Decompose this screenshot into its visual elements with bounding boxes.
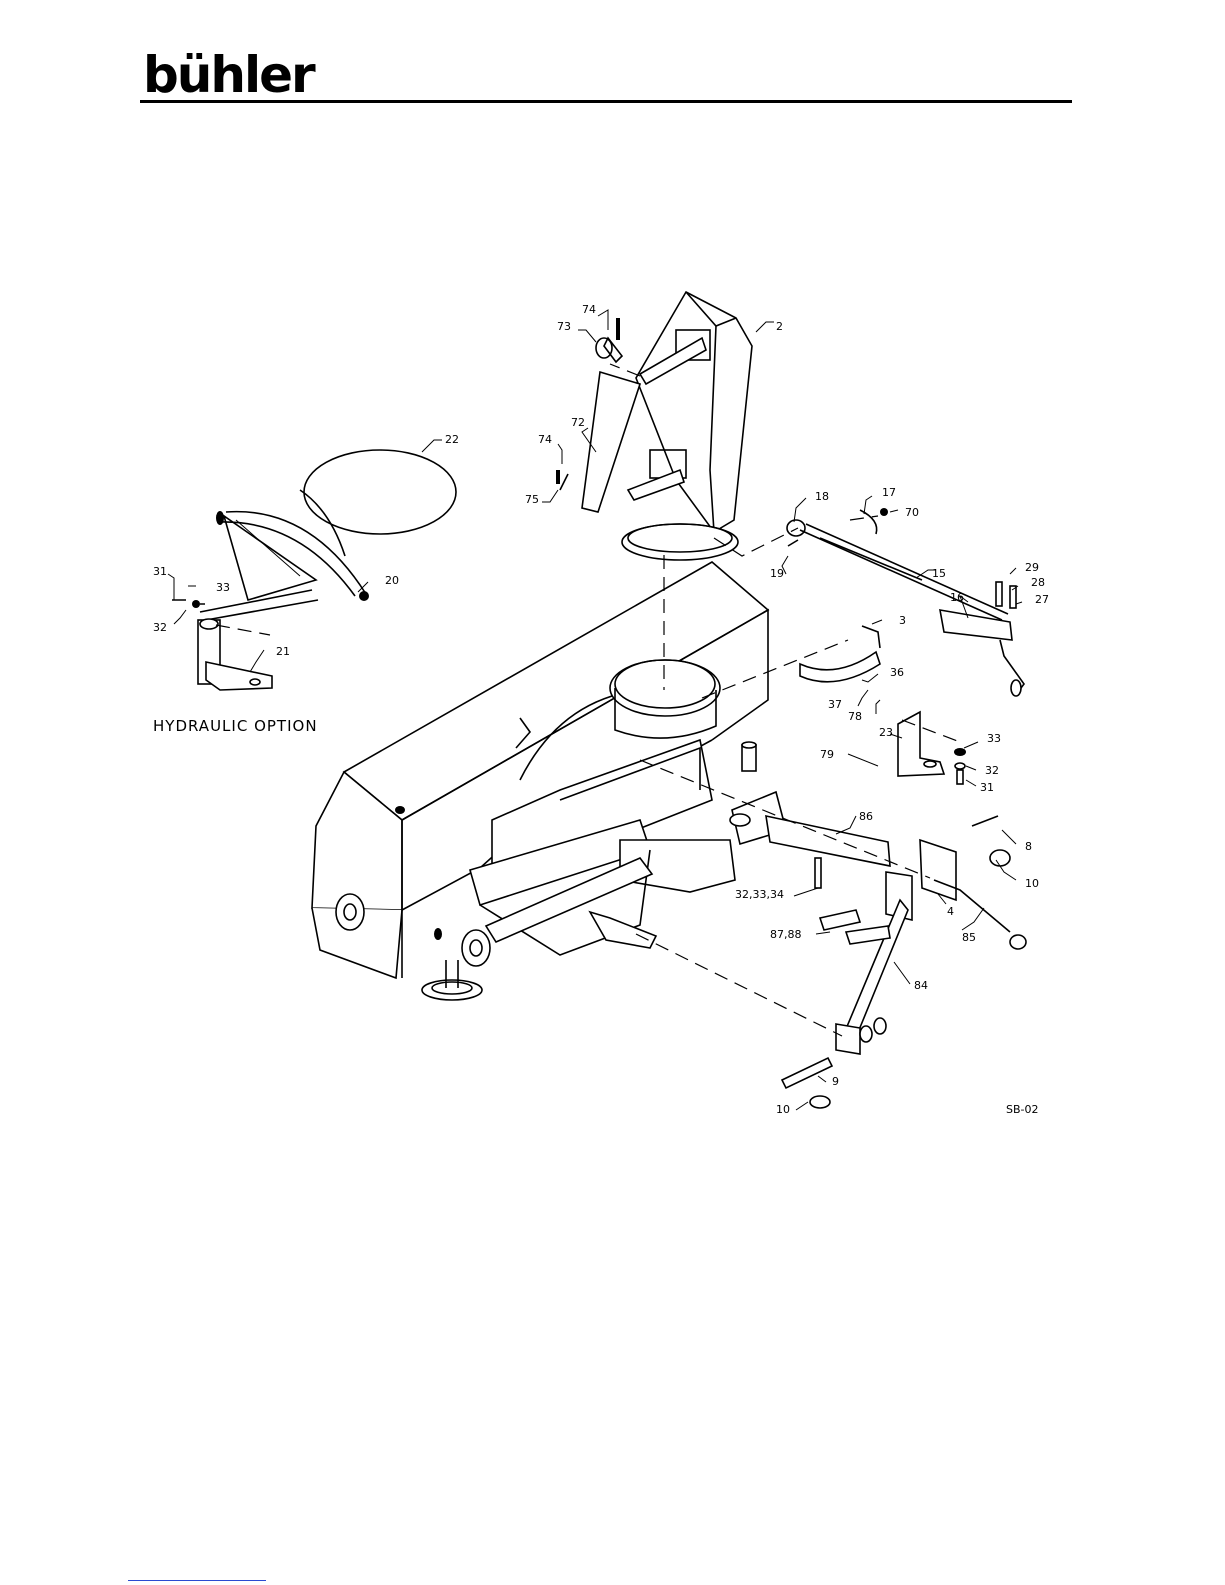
callout-c31b: 31: [980, 781, 994, 794]
callout-c19: 19: [770, 567, 784, 580]
callout-c75: 75: [525, 493, 539, 506]
mount-arm: [766, 816, 890, 866]
blower-housing: [312, 562, 890, 1000]
callout-c2: 2: [776, 320, 783, 333]
callout-c3: 3: [899, 614, 906, 627]
callout-c22: 22: [445, 433, 459, 446]
hydraulic-hose: [300, 490, 345, 556]
callout-c17: 17: [882, 486, 896, 499]
callout-c86: 86: [859, 810, 873, 823]
callout-c8: 8: [1025, 840, 1032, 853]
callout-c78: 78: [848, 710, 862, 723]
right-bearing: [462, 930, 490, 966]
callout-c85: 85: [962, 931, 976, 944]
callout-c84: 84: [914, 979, 928, 992]
callout-c20: 20: [385, 574, 399, 587]
callout-c21: 21: [276, 645, 290, 658]
left-bearing: [336, 894, 364, 930]
callout-c74b: 74: [538, 433, 552, 446]
figure-code: SB-02: [1006, 1103, 1039, 1116]
callout-c323334: 32,33,34: [735, 888, 784, 901]
callout-c29: 29: [1025, 561, 1039, 574]
hydraulic-option-assembly: [172, 450, 456, 690]
discharge-chute: [556, 292, 752, 560]
callout-c31a: 31: [153, 565, 167, 578]
callout-c72: 72: [571, 416, 585, 429]
callout-c79: 79: [820, 748, 834, 761]
chute-body: [636, 292, 752, 532]
crank-assembly: [787, 508, 1024, 696]
callout-c23: 23: [879, 726, 893, 739]
callout-c33b: 33: [987, 732, 1001, 745]
callout-c15: 15: [932, 567, 946, 580]
callout-c32a: 32: [153, 621, 167, 634]
callout-c28: 28: [1031, 576, 1045, 589]
callout-c8788: 87,88: [770, 928, 802, 941]
callout-c10a: 10: [1025, 877, 1039, 890]
hydraulic-frame-arc: [220, 522, 355, 596]
callout-c32b: 32: [985, 764, 999, 777]
callout-c73: 73: [557, 320, 571, 333]
callout-c33a: 33: [216, 581, 230, 594]
callout-c27: 27: [1035, 593, 1049, 606]
callout-c36: 36: [890, 666, 904, 679]
hitch-assembly: [782, 816, 1026, 1108]
callout-c10b: 10: [776, 1103, 790, 1116]
hitch-plate-4: [920, 840, 956, 900]
callout-c4: 4: [947, 905, 954, 918]
callout-c9: 9: [832, 1075, 839, 1088]
callout-c70: 70: [905, 506, 919, 519]
skid-shoe: [422, 980, 482, 1000]
callout-c16: 16: [950, 591, 964, 604]
callout-c37: 37: [828, 698, 842, 711]
hydraulic-hose-loop: [304, 450, 456, 534]
pin-9: [782, 1058, 832, 1088]
hydraulic-bracket: [206, 662, 272, 690]
callout-c74a: 74: [582, 303, 596, 316]
callout-c18: 18: [815, 490, 829, 503]
hydraulic-option-caption: HYDRAULIC OPTION: [153, 717, 318, 735]
footer-link-underline: [128, 1580, 266, 1581]
